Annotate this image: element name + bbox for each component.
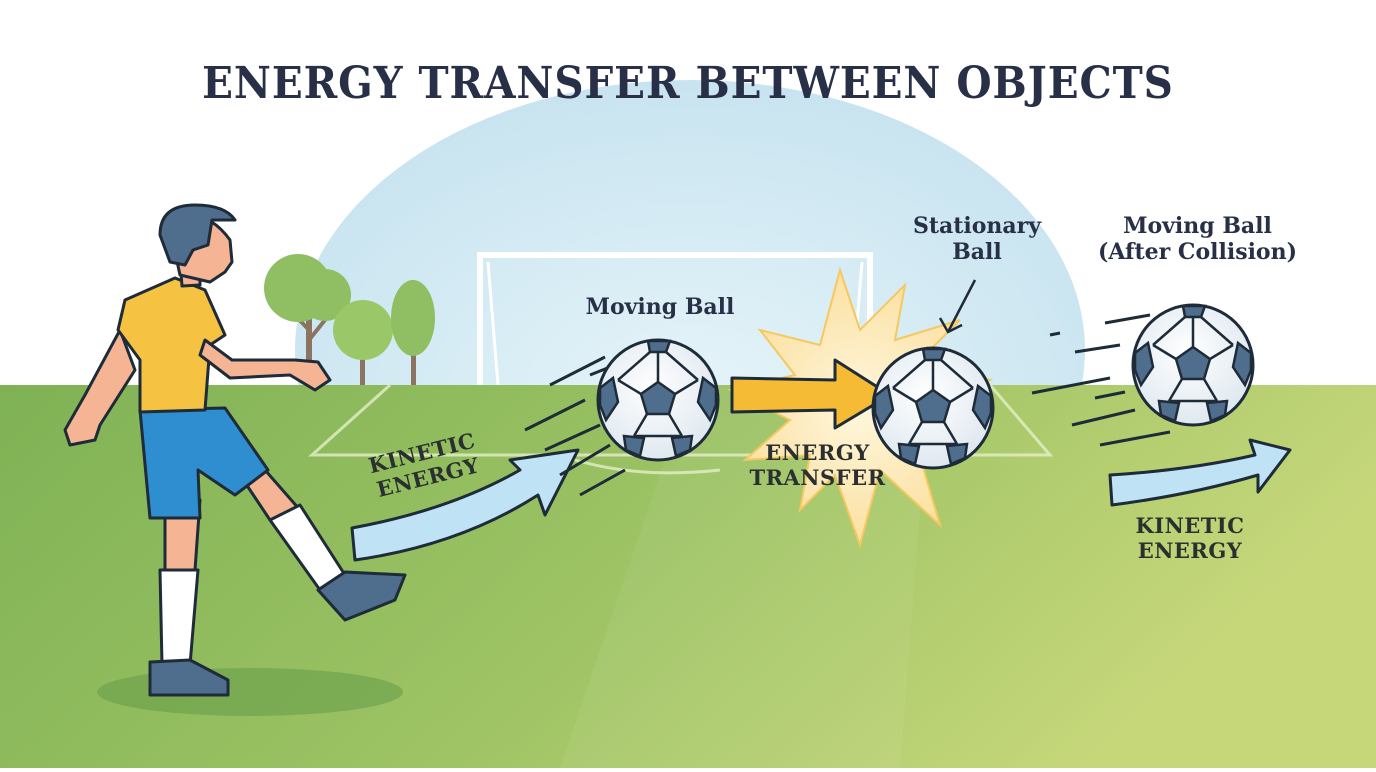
after-collision-label: Moving Ball (After Collision) [1080,213,1315,266]
moving-ball-after-collision-icon [1131,303,1255,427]
after-collision-label-line1: Moving Ball [1123,213,1272,239]
player-icon [63,203,407,697]
motion-lines-1 [524,355,626,497]
kinetic-energy-arrow-left [350,448,580,562]
kinetic-energy-label-right: KINETIC ENERGY [1120,513,1260,563]
kinetic-energy-arrow-right [1108,438,1292,507]
motion-lines-3 [1031,313,1171,447]
energy-transfer-arrow [730,358,892,430]
moving-ball-icon [596,338,720,462]
pointer-arrow-icon [938,279,977,334]
energy-transfer-line2: TRANSFER [749,465,886,491]
stationary-ball-label: Stationary Ball [887,213,1067,266]
energy-transfer-line1: ENERGY [765,440,870,465]
player-shadow [97,668,403,716]
stationary-ball-label-line1: Stationary [912,213,1042,239]
kinetic-energy-right-line2: ENERGY [1137,538,1243,564]
stationary-ball-label-line2: Ball [952,239,1002,266]
trees-icon [264,254,435,385]
after-collision-label-line2: (After Collision) [1097,239,1298,266]
energy-transfer-label: ENERGY TRANSFER [740,440,895,490]
kinetic-energy-right-line1: KINETIC [1135,513,1245,538]
moving-ball-label: Moving Ball [560,294,760,320]
moving-ball-label-text: Moving Ball [585,294,735,320]
diagram-title: ENERGY TRANSFER BETWEEN OBJECTS [202,58,1174,109]
